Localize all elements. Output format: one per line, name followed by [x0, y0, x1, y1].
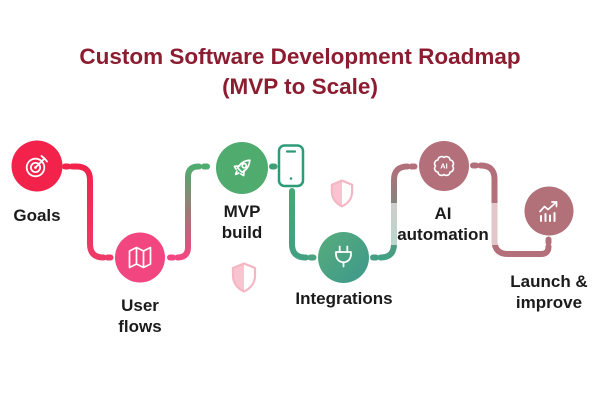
- label-integrations: Integrations: [295, 289, 393, 308]
- connector-mvp-integrations: [289, 188, 309, 261]
- smartphone-icon: [277, 144, 305, 188]
- growth-chart-icon: [539, 201, 558, 222]
- plug-icon: [335, 245, 352, 268]
- ai-brain-icon: AI: [433, 155, 455, 177]
- shield-icon: [231, 262, 257, 293]
- rocket-icon: [233, 159, 251, 177]
- label-mvp-build: MVP build: [221, 202, 263, 243]
- map-icon: [128, 246, 152, 269]
- page-title: Custom Software Development Roadmap (MVP…: [0, 42, 600, 102]
- shield-icon: [330, 179, 354, 208]
- node-user-flows: [115, 232, 165, 283]
- page-title-line2: (MVP to Scale): [222, 73, 378, 99]
- connector-goals-userflows: [69, 163, 107, 261]
- label-launch-improve: Launch & improve: [510, 272, 588, 313]
- ai-icon-text: AI: [440, 162, 448, 171]
- node-mvp-build: [216, 142, 268, 194]
- label-user-flows: User flows: [118, 296, 162, 337]
- node-ai-automation: AI: [419, 141, 469, 191]
- target-icon: [25, 155, 48, 178]
- page-title-line1: Custom Software Development Roadmap: [79, 44, 521, 69]
- node-launch-improve: [524, 186, 574, 236]
- label-ai-automation: AI automation: [383, 203, 503, 246]
- label-goals: Goals: [13, 206, 61, 225]
- connector-dashes: [62, 162, 552, 261]
- connector-ai-launch: [477, 162, 552, 257]
- node-integrations: [318, 232, 369, 283]
- connector-userflows-mvp: [174, 163, 202, 261]
- node-goals: [11, 140, 63, 192]
